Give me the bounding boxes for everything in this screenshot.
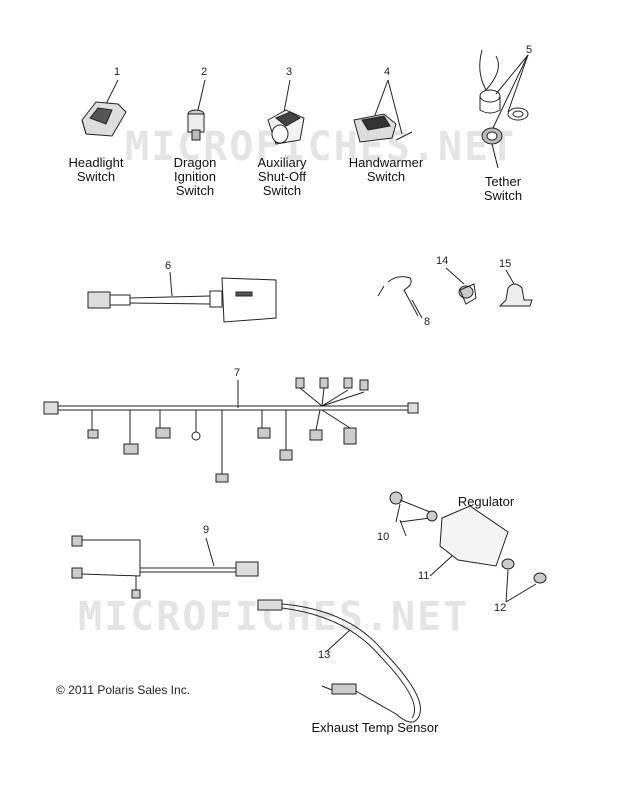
label-auxiliary-switch: Auxiliary Shut-Off Switch (257, 155, 307, 198)
label-regulator: Regulator (457, 494, 515, 509)
callout-7: 7 (234, 367, 241, 379)
tether-switch-part (479, 49, 529, 169)
clip-14-part (445, 267, 477, 305)
callout-2: 2 (201, 66, 208, 78)
callout-3: 3 (286, 66, 293, 78)
dragon-ignition-part (187, 79, 206, 141)
callout-10: 10 (377, 531, 390, 543)
callout-5: 5 (526, 44, 533, 56)
callout-14: 14 (436, 255, 449, 267)
label-tether-switch: Tether Switch (483, 174, 523, 203)
callout-9: 9 (203, 524, 210, 536)
auxiliary-switch-part (267, 79, 305, 145)
main-harness-7-part (43, 377, 419, 483)
label-dragon-ignition: Dragon Ignition Switch (173, 155, 217, 198)
cable-tie-part (377, 276, 423, 319)
callout-1: 1 (114, 66, 121, 78)
copyright: © 2011 Polaris Sales Inc. (56, 683, 191, 697)
clamp-15-part (498, 269, 533, 307)
label-headlight-switch: Headlight Switch (68, 155, 124, 184)
harness-6-part (87, 271, 277, 323)
callout-11: 11 (418, 570, 430, 582)
callout-13: 13 (318, 649, 331, 661)
regulator-part (389, 491, 547, 603)
callout-12: 12 (494, 602, 507, 614)
exhaust-sensor-part (257, 599, 421, 723)
callout-6: 6 (165, 260, 172, 272)
handwarmer-switch-part (353, 79, 413, 143)
harness-9-part (71, 535, 259, 599)
headlight-switch-part (81, 79, 127, 137)
callout-15: 15 (499, 258, 512, 270)
callout-4: 4 (384, 66, 391, 78)
callout-8: 8 (424, 316, 431, 328)
label-exhaust-temp-sensor: Exhaust Temp Sensor (311, 720, 439, 735)
label-handwarmer-switch: Handwarmer Switch (348, 155, 424, 184)
